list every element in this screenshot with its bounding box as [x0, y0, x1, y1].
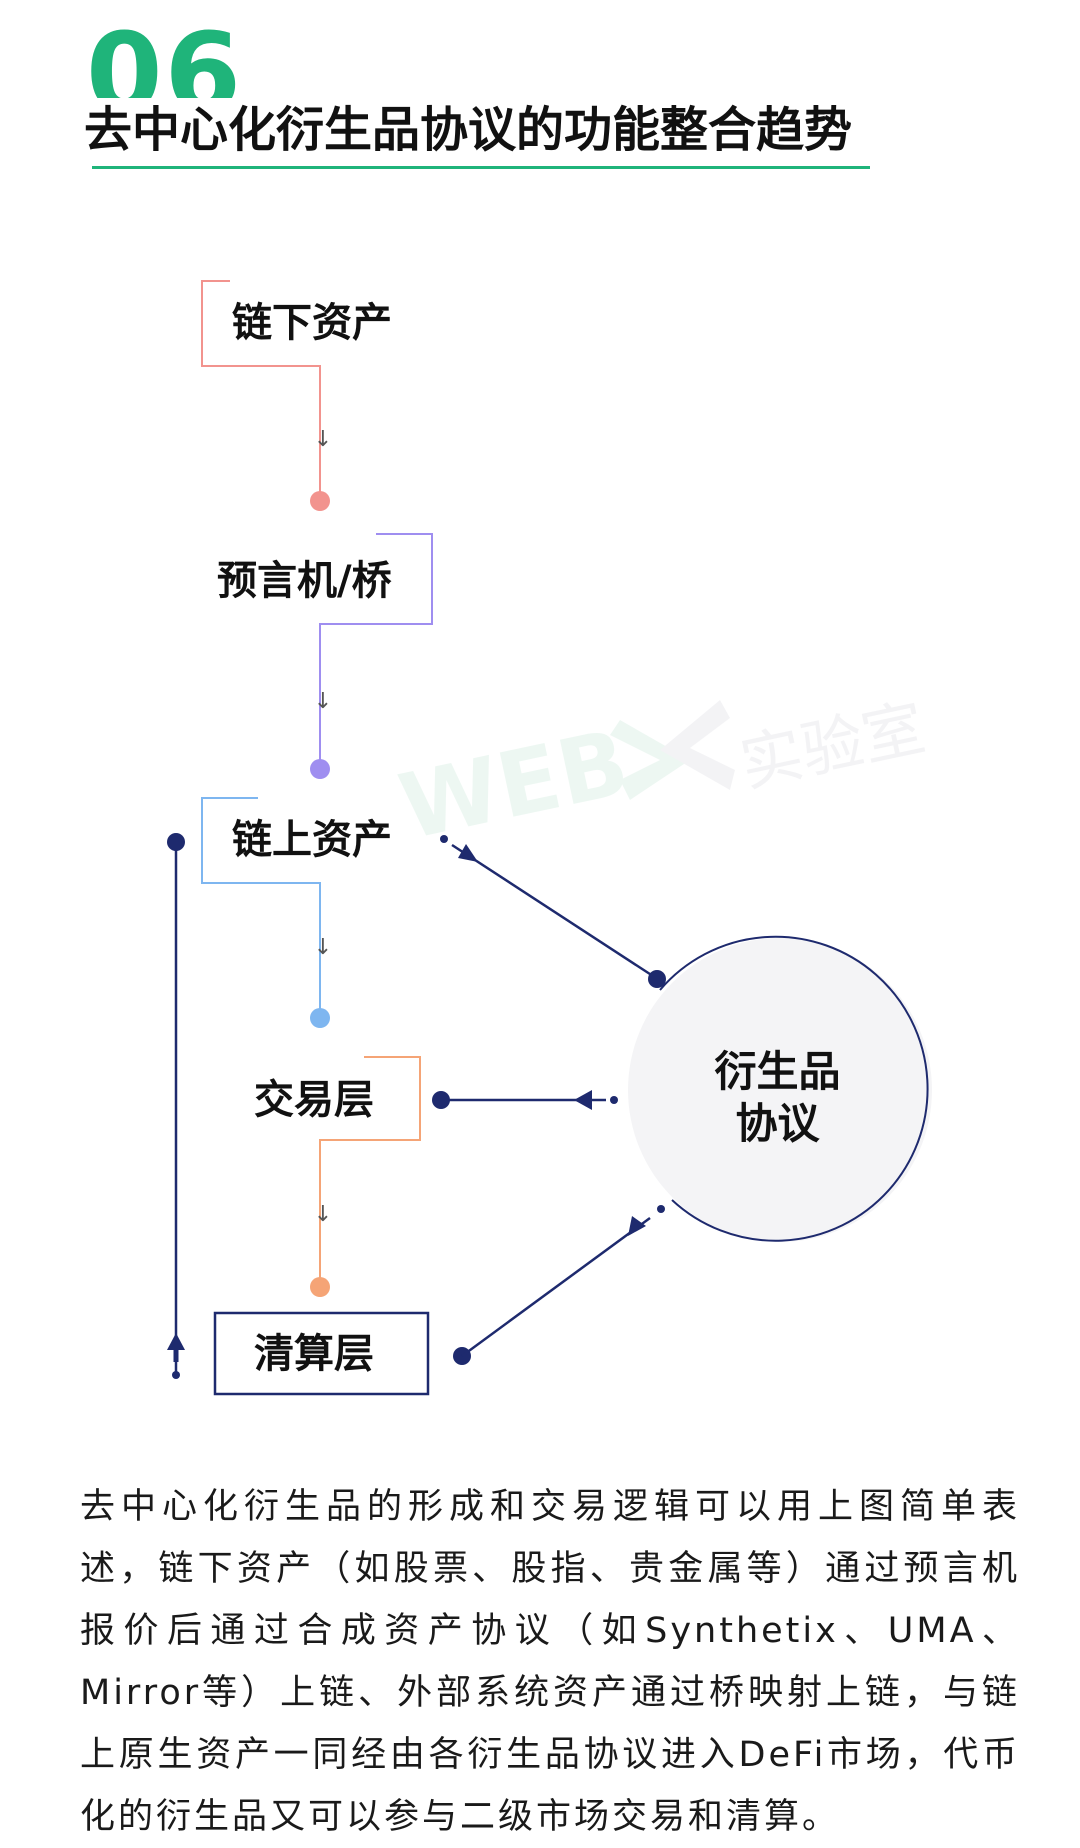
node-oracle-bridge-label: 预言机/桥: [217, 558, 392, 604]
node-clearing-layer-label: 清算层: [254, 1331, 374, 1377]
connector-arrow-icon: [574, 1090, 592, 1110]
page-title: 去中心化衍生品协议的功能整合趋势: [84, 102, 853, 158]
node-offchain-assets-label: 链下资产: [232, 300, 392, 346]
feedback-arrow-up-icon: [167, 1333, 185, 1350]
watermark-logo: WEB 实验室: [391, 691, 931, 840]
node-trading-layer-dot: [310, 1277, 330, 1297]
arrow-down-icon: ↓: [314, 427, 332, 452]
node-offchain-assets-dot: [310, 491, 330, 511]
center-protocol-label-line-2: 协议: [735, 1099, 820, 1148]
node-offchain-assets-bracket: [201, 280, 330, 511]
connector-protocol-to-trading: [432, 1090, 618, 1110]
center-protocol-shadow: [628, 938, 932, 1242]
connector-onchain-to-protocol: [440, 835, 666, 988]
node-trading-layer-label: 交易层: [254, 1077, 374, 1123]
description-paragraph: 去中心化衍生品的形成和交易逻辑可以用上图简单表述，链下资产（如股票、股指、贵金属…: [80, 1487, 1020, 1837]
center-protocol-arc: [659, 935, 929, 1242]
node-onchain-assets-label: 链上资产: [232, 817, 392, 863]
node-oracle-bridge-bracket: [310, 533, 433, 779]
connector-arrow-icon: [628, 1216, 646, 1236]
center-protocol-label: 衍生品 协议: [690, 1046, 865, 1150]
connector-clearing-to-protocol: [453, 1205, 665, 1365]
arrow-down-icon: ↓: [314, 1202, 332, 1227]
arrow-down-icon: ↓: [314, 689, 332, 714]
node-clearing-layer-box: [213, 1311, 430, 1396]
connector-arrow-icon: [458, 844, 478, 862]
node-oracle-bridge-dot: [310, 759, 330, 779]
node-onchain-assets-dot: [310, 1008, 330, 1028]
title-underline: [92, 166, 870, 169]
node-trading-layer-bracket: [310, 1056, 421, 1297]
watermark-chevron-icon: [610, 720, 690, 800]
node-onchain-assets-bracket: [201, 797, 330, 1028]
watermark-chevron-icon-2: [660, 700, 735, 790]
section-number: 06: [86, 18, 244, 98]
arrow-down-icon: ↓: [314, 935, 332, 960]
feedback-line: [167, 833, 185, 1379]
flow-diagram: ↓ ↓ ↓ ↓: [167, 280, 932, 1396]
center-protocol-label-line-1: 衍生品: [714, 1047, 841, 1096]
